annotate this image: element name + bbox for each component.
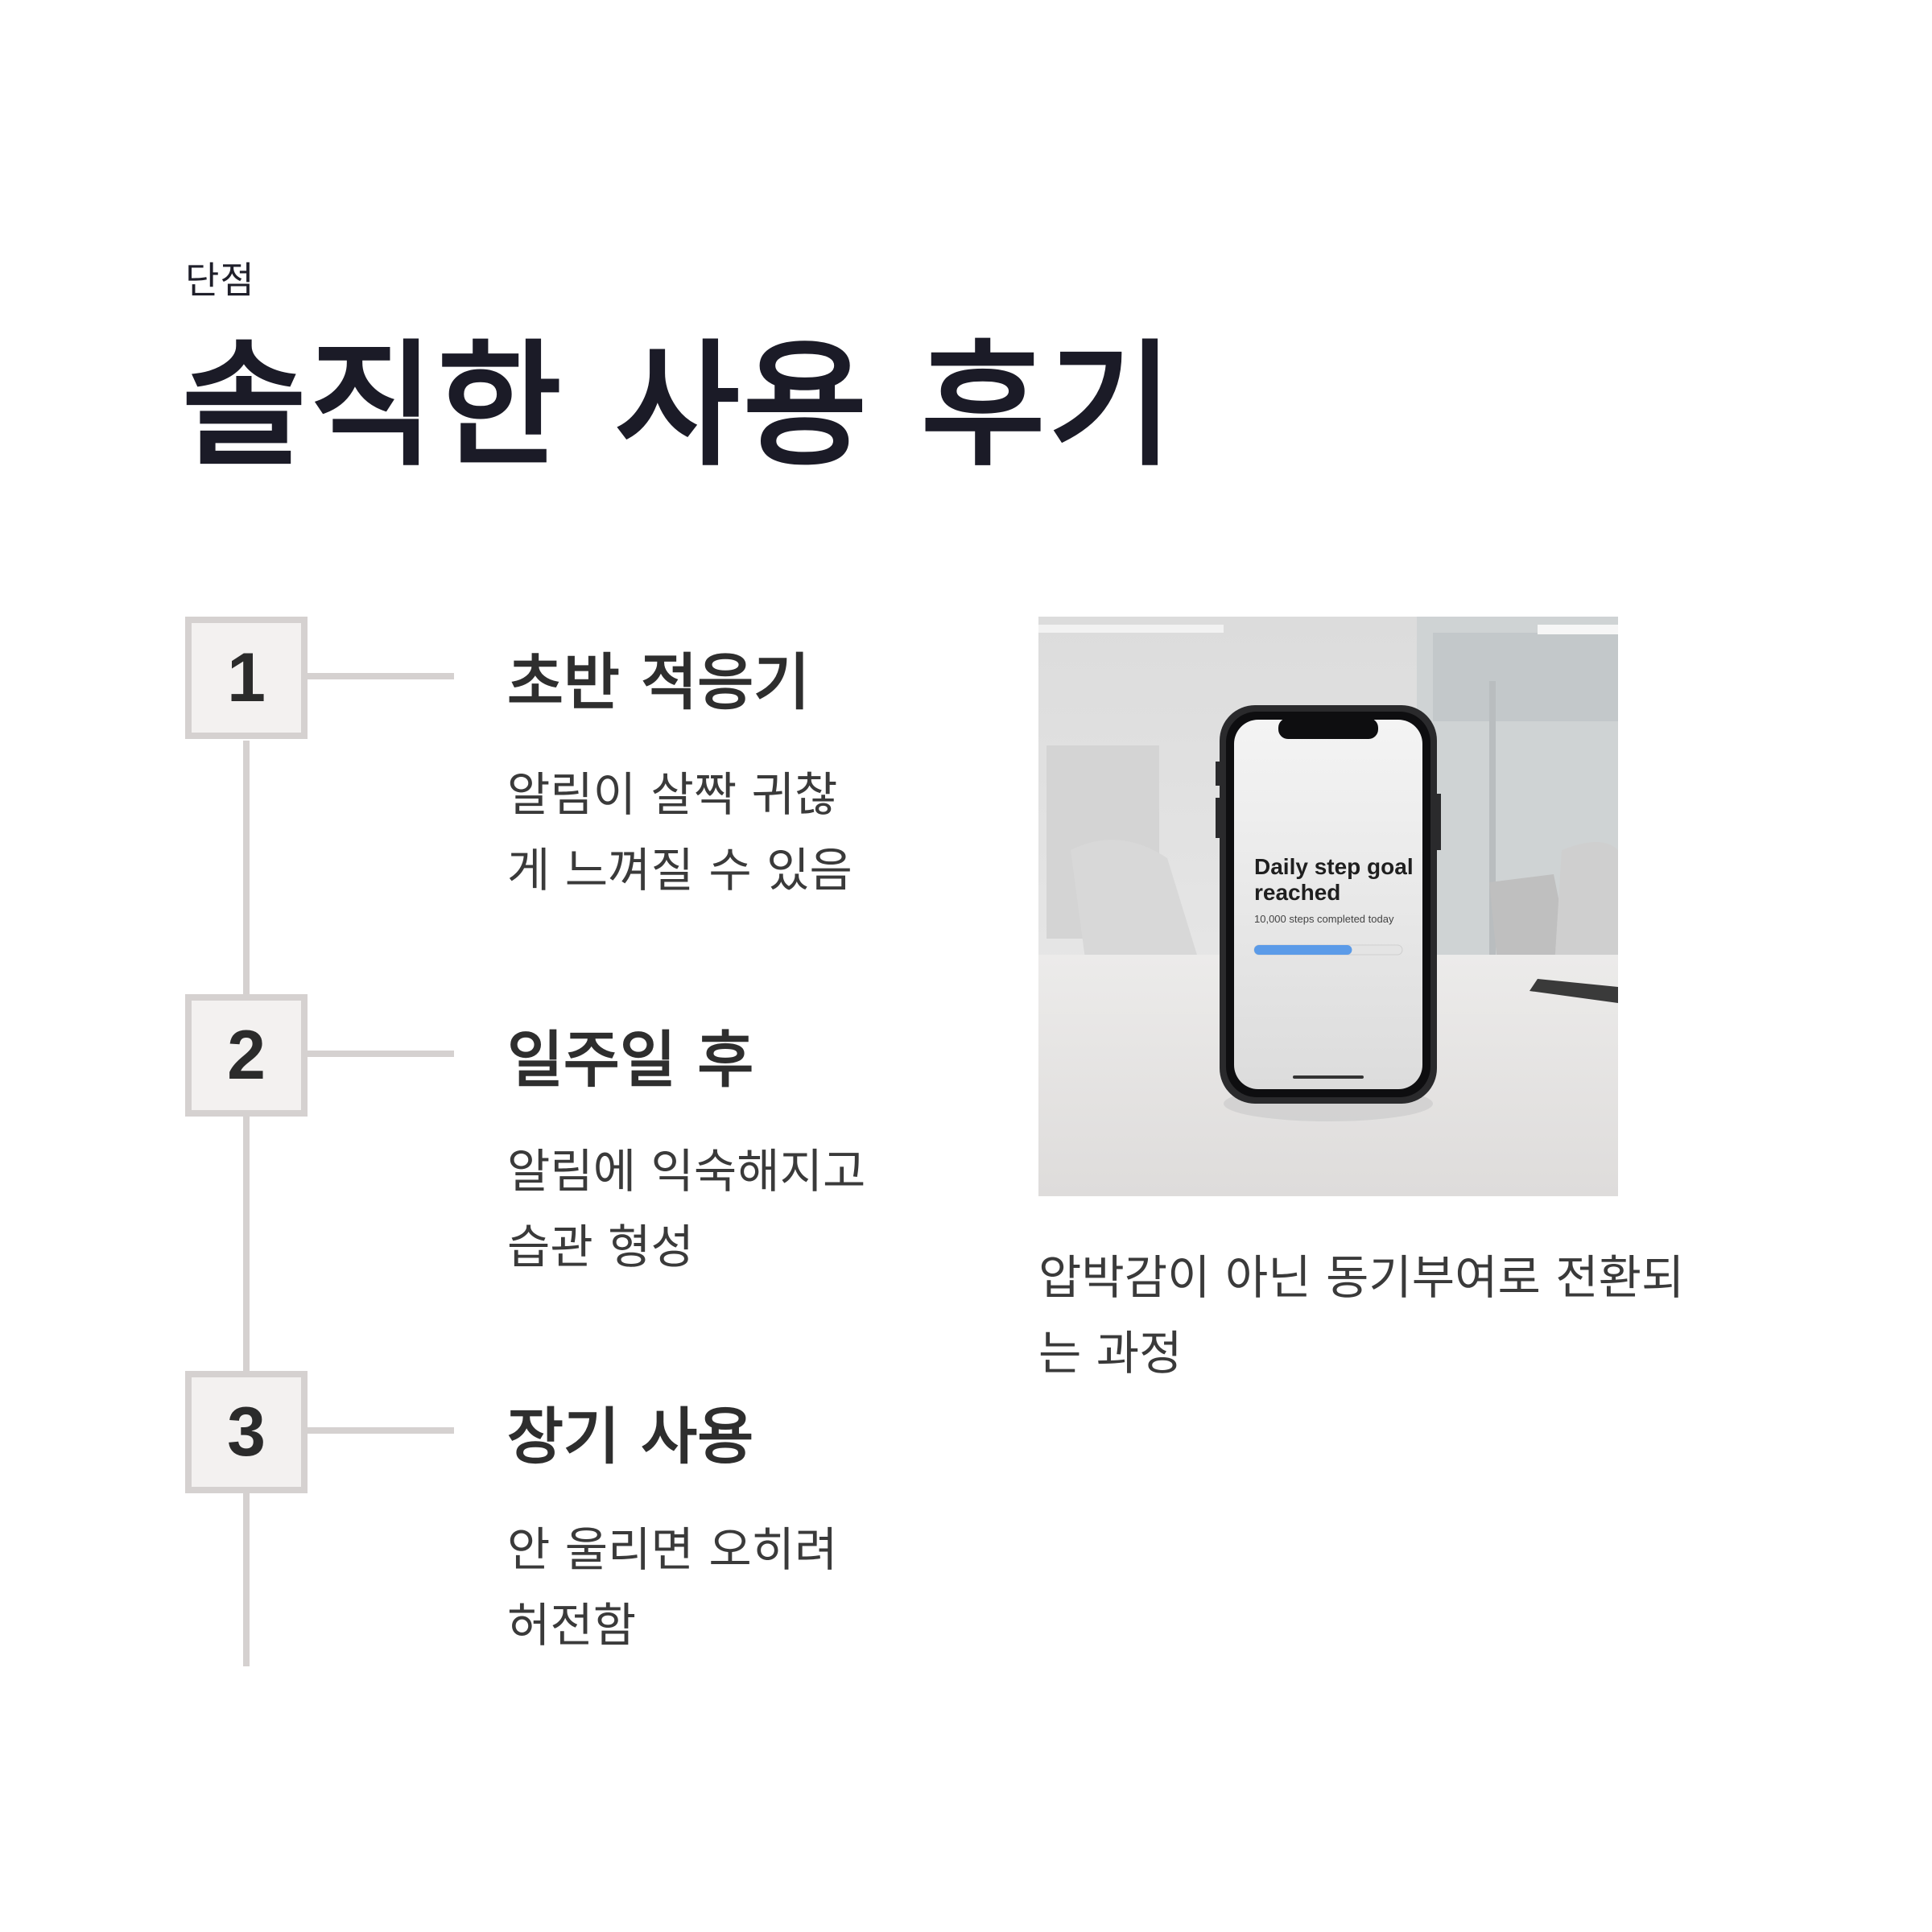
step-desc-1-line-1: 알림이 살짝 귀찮 [507,767,838,822]
timeline-line [243,741,250,1666]
eyebrow-label: 단점 [185,258,255,302]
step-title-3: 장기 사용 [507,1401,754,1472]
photo-caption-line-1: 압박감이 아닌 동기부여로 전환되 [1038,1250,1685,1305]
step-title-1: 초반 적응기 [507,646,811,718]
photo-caption-line-2: 는 과정 [1038,1326,1183,1381]
step-desc-1: 알림이 살짝 귀찮 게 느껴질 수 있음 [507,757,926,908]
phone-screen-title-line-1: Daily step goal [1254,854,1414,879]
photo-caption: 압박감이 아닌 동기부여로 전환되 는 과정 [1038,1240,1795,1391]
step-title-2: 일주일 후 [507,1024,754,1096]
phone-progress-fill [1254,945,1352,955]
phone-screen-subtitle: 10,000 steps completed today [1254,913,1394,925]
step-number-1: 1 [185,617,308,739]
step-desc-1-line-2: 게 느껴질 수 있음 [507,843,852,898]
phone-photo: Daily step goal reached 10,000 steps com… [1038,617,1618,1196]
step-desc-3: 안 울리면 오히려 허전함 [507,1512,926,1663]
phone-screen-title-line-2: reached [1254,880,1340,905]
step-desc-2: 알림에 익숙해지고 습관 형성 [507,1133,926,1285]
step-number-3: 3 [185,1371,308,1493]
phone-home-indicator [1293,1075,1364,1079]
step-desc-2-line-2: 습관 형성 [507,1220,694,1274]
step-number-2: 2 [185,994,308,1117]
step-desc-3-line-2: 허전함 [507,1598,637,1653]
step-desc-3-line-1: 안 울리면 오히려 [507,1522,838,1577]
step-connector-1 [301,673,454,679]
page-title: 솔직한 사용 후기 [182,327,1176,485]
step-connector-3 [301,1427,454,1434]
step-desc-2-line-1: 알림에 익숙해지고 [507,1144,866,1199]
step-connector-2 [301,1051,454,1057]
